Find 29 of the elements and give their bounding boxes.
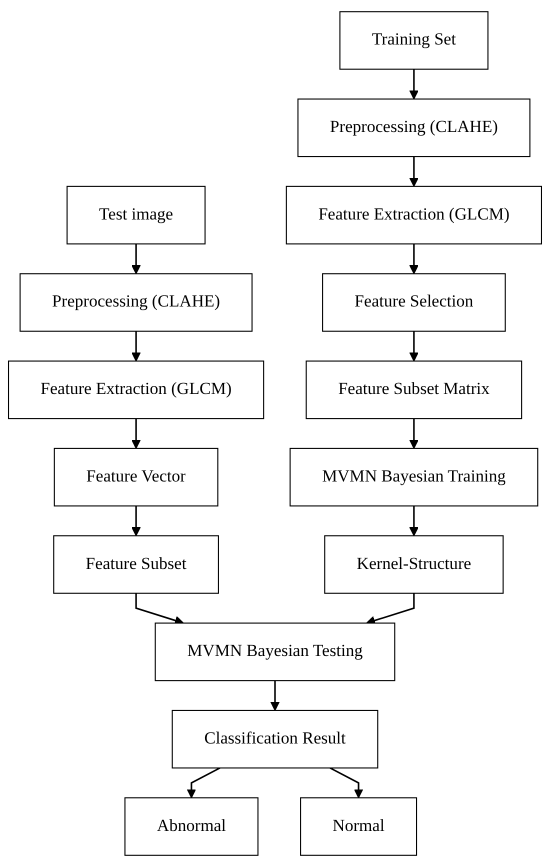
node-box: Preprocessing (CLAHE) — [20, 273, 253, 332]
node-box: Test image — [66, 186, 206, 244]
node-box: MVMN Bayesian Training — [290, 448, 538, 506]
arrow — [186, 767, 220, 798]
arrow — [131, 244, 141, 274]
node-box: Kernel-Structure — [324, 535, 504, 594]
arrow — [330, 767, 364, 798]
arrow — [409, 331, 419, 362]
node-box: Feature Vector — [54, 448, 218, 506]
node-box: Normal — [300, 797, 418, 856]
node-box: MVMN Bayesian Testing — [154, 622, 396, 682]
node-box: Feature Subset Matrix — [306, 360, 522, 420]
node-box: Classification Result — [172, 710, 378, 768]
arrow — [409, 506, 419, 536]
arrow — [270, 680, 280, 711]
arrow — [409, 156, 419, 187]
node-box: Feature Selection — [322, 273, 506, 332]
node-box: Feature Subset — [53, 535, 219, 594]
arrow — [409, 418, 419, 449]
arrow — [131, 506, 141, 536]
arrow — [131, 331, 141, 362]
arrow — [409, 244, 419, 274]
arrow — [131, 418, 141, 449]
node-box: Abnormal — [124, 797, 258, 856]
node-box: Feature Extraction (GLCM) — [286, 186, 542, 244]
node-box: Training Set — [339, 11, 488, 70]
node-box: Feature Extraction (GLCM) — [8, 360, 264, 420]
node-box: Preprocessing (CLAHE) — [297, 98, 530, 158]
arrow — [409, 69, 419, 100]
